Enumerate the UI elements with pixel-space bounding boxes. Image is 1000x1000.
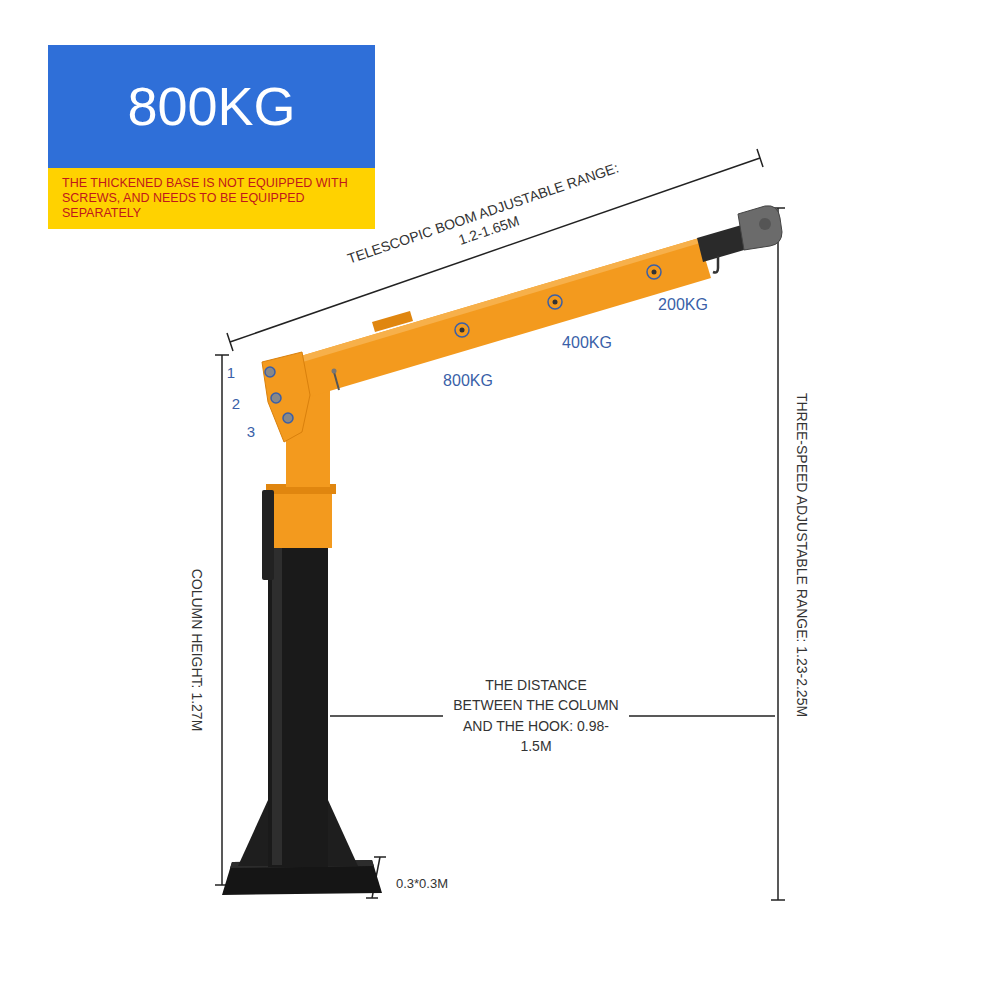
- note-text: THE THICKENED BASE IS NOT EQUIPPED WITH …: [62, 176, 361, 221]
- column-height-dimension: COLUMN HEIGHT: 1.27M: [187, 569, 205, 732]
- load-rating: 800KG: [443, 371, 493, 391]
- handle: [262, 490, 274, 580]
- head-plate: [262, 352, 310, 442]
- pin: [334, 372, 339, 390]
- height-range-dimension: THREE-SPEED ADJUSTABLE RANGE: 1.23-2.25M: [792, 393, 810, 717]
- weight-banner: 800KG: [48, 45, 375, 168]
- gusset: [238, 800, 268, 866]
- callout-number: 2: [232, 395, 240, 414]
- sleeve: [270, 492, 332, 548]
- load-rating: 400KG: [562, 333, 612, 353]
- callout-number: 1: [227, 364, 235, 383]
- column: [268, 545, 328, 867]
- pulley: [759, 218, 771, 230]
- reach-dimension: THE DISTANCE BETWEEN THE COLUMN AND THE …: [443, 673, 629, 758]
- callout-number: 3: [247, 423, 255, 442]
- dimension-lines: [215, 149, 785, 900]
- load-rating: 200KG: [658, 295, 708, 315]
- capacity-heading: 800KG: [64, 77, 359, 136]
- column-highlight: [272, 545, 282, 865]
- gusset: [328, 800, 358, 866]
- pin-head: [332, 369, 337, 374]
- head-holes: [265, 367, 293, 423]
- note-banner: THE THICKENED BASE IS NOT EQUIPPED WITH …: [48, 168, 375, 229]
- boom-holes: [455, 265, 661, 337]
- hook: [713, 256, 718, 273]
- pulley-head: [738, 206, 782, 250]
- boom-tab: [372, 311, 413, 332]
- boom-dimension: TELESCOPIC BOOM ADJUSTABLE RANGE: 1.2-1.…: [338, 157, 633, 287]
- base-dimension: 0.3*0.3M: [396, 876, 448, 892]
